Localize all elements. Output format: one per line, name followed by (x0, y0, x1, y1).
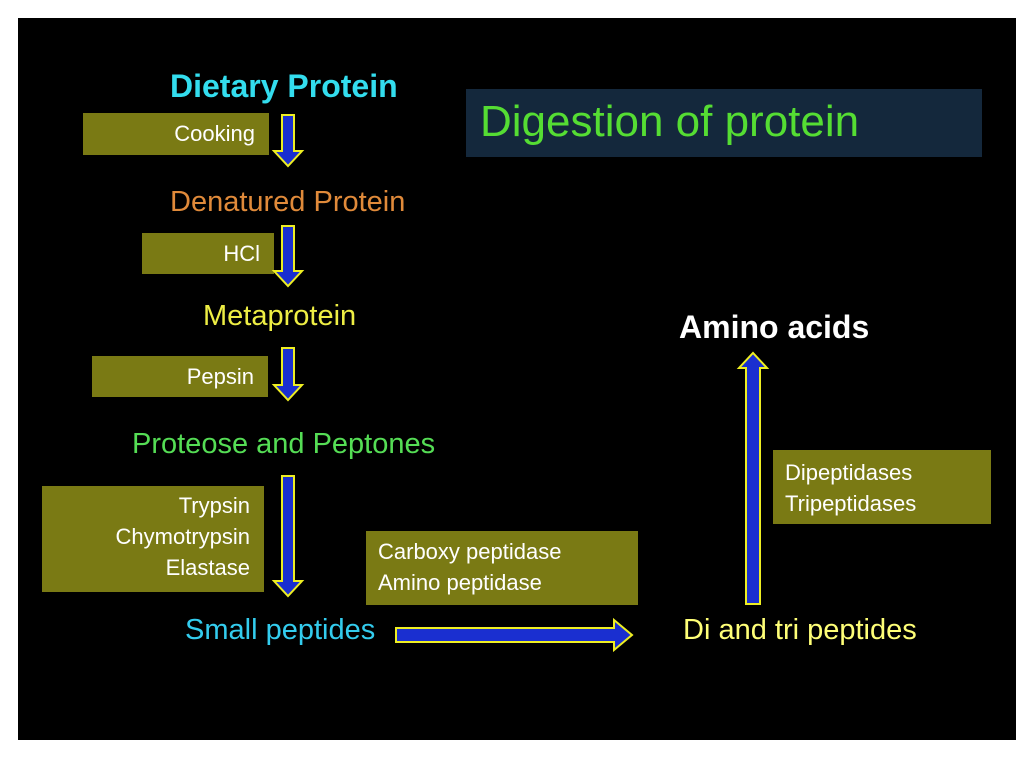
agent-box-cooking: Cooking (83, 113, 269, 155)
title-box: Digestion of protein (466, 89, 982, 157)
arrow-right (395, 617, 634, 653)
agent-box-peptidases: Carboxy peptidase Amino peptidase (366, 531, 638, 605)
stage-amino-acids: Amino acids (679, 309, 870, 345)
agent-tripeptidases: Tripeptidases (785, 491, 917, 516)
stage-di-tri-peptides: Di and tri peptides (683, 614, 917, 646)
agent-box-hcl: HCl (142, 233, 274, 274)
slide-title: Digestion of protein (480, 97, 860, 146)
agent-carboxy-peptidase: Carboxy peptidase (378, 539, 562, 564)
agent-hcl: HCl (223, 241, 260, 266)
arrow-down-1 (271, 114, 305, 168)
agent-box-pancreatic: Trypsin Chymotrypsin Elastase (42, 486, 264, 592)
arrow-down-2 (271, 225, 305, 288)
stage-metaprotein: Metaprotein (203, 300, 357, 332)
stage-denatured-protein: Denatured Protein (170, 186, 406, 218)
agent-chymotrypsin: Chymotrypsin (115, 524, 250, 549)
arrow-down-4 (271, 475, 305, 598)
agent-elastase: Elastase (165, 555, 250, 580)
agent-box-pepsin: Pepsin (92, 356, 268, 397)
stage-small-peptides: Small peptides (185, 614, 376, 646)
agent-trypsin: Trypsin (178, 493, 250, 518)
stage-proteose-peptones: Proteose and Peptones (132, 428, 436, 460)
arrow-up (736, 351, 770, 605)
arrow-down-3 (271, 347, 305, 402)
agent-box-di-tri-peptidases: Dipeptidases Tripeptidases (773, 450, 991, 524)
stage-dietary-protein: Dietary Protein (170, 68, 398, 104)
agent-pepsin: Pepsin (186, 364, 254, 389)
bottom-bar (0, 740, 1024, 768)
agent-cooking: Cooking (174, 121, 255, 146)
agent-amino-peptidase: Amino peptidase (378, 570, 542, 595)
agent-dipeptidases: Dipeptidases (785, 460, 913, 485)
slide: Digestion of protein Dietary Protein Den… (18, 18, 1016, 740)
